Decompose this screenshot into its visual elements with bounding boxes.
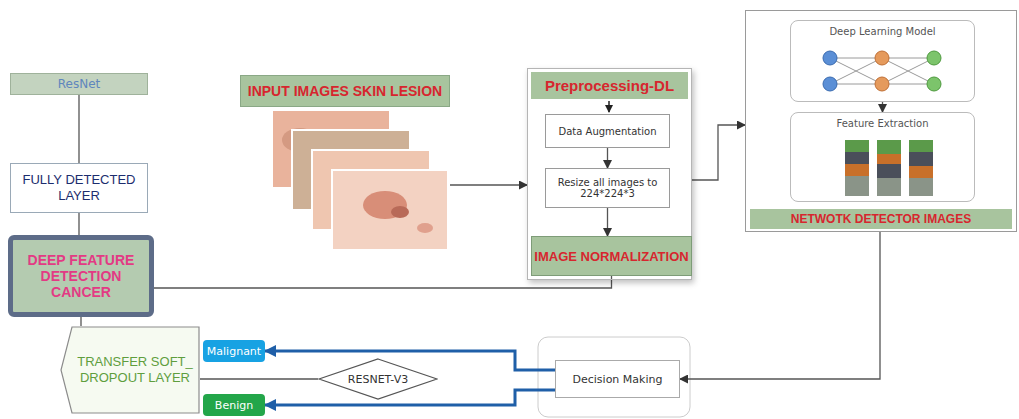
lesion-spot (391, 206, 409, 218)
feature-bars-icon (845, 140, 933, 196)
connector (78, 95, 79, 163)
feature-bar (877, 140, 901, 154)
decision-frame (538, 337, 690, 417)
feature-bar (909, 140, 933, 152)
output-box: Malignant (203, 340, 265, 362)
process-box: IMAGE NORMALIZATION (531, 236, 692, 276)
layer-box: FULLY DETECTED LAYER (10, 163, 148, 213)
feature-bar (877, 154, 901, 164)
input-images-group: INPUT IMAGES SKIN LESION (240, 75, 450, 250)
connector (154, 276, 612, 288)
node-text: RESNET-V3 (348, 373, 408, 386)
model-label-box: ResNet (10, 73, 148, 95)
feature-bar (845, 140, 869, 152)
connector (607, 148, 608, 168)
node-text: IMAGE NORMALIZATION (534, 249, 688, 264)
preprocessing-panel: Preprocessing-DL Data AugmentationResize … (527, 68, 692, 280)
skin-lesion-images (272, 110, 448, 250)
lesion-spot (417, 223, 433, 233)
connector (882, 102, 883, 112)
connector (450, 184, 527, 185)
feature-bar (877, 164, 901, 178)
net-neuron (823, 51, 837, 65)
feature-detection-box: DEEP FEATURE DETECTION CANCER (8, 235, 154, 317)
node-text: Benign (215, 399, 253, 412)
node-text: ResNet (58, 77, 101, 91)
connector (692, 125, 745, 180)
feature-bar (845, 152, 869, 164)
feature-bar (909, 178, 933, 196)
node-text: NETWOTK DETECTOR IMAGES (750, 209, 1012, 229)
node-text: Resize all images to 224*224*3 (550, 177, 665, 199)
net-neuron (875, 51, 889, 65)
decision-diamond: RESNET-V3 (318, 358, 438, 400)
model-box: Deep Learning Model (790, 20, 975, 102)
feature-bar (877, 178, 901, 196)
connector (265, 351, 555, 370)
node-text: DEEP FEATURE DETECTION CANCER (15, 252, 147, 300)
dropout-shape: TRANSFER SOFT_ DROPOUT LAYER (60, 326, 200, 414)
decision-box: Decision Making (555, 360, 680, 398)
feature-bar (845, 164, 869, 176)
skin-image (332, 170, 448, 250)
node-text: Malignant (207, 345, 261, 358)
net-neuron (927, 77, 941, 91)
process-box: Resize all images to 224*224*3 (545, 168, 670, 208)
connector (265, 390, 555, 405)
node-text: INPUT IMAGES SKIN LESION (240, 75, 450, 107)
net-link (882, 58, 934, 59)
shape-outline (319, 359, 437, 399)
output-box: Benign (203, 394, 265, 416)
feature-bar (909, 166, 933, 178)
net-link (830, 58, 882, 84)
node-text: TRANSFER SOFT_ DROPOUT LAYER (76, 354, 194, 387)
net-link (882, 58, 934, 84)
feature-box: Feature Extraction (790, 112, 975, 202)
node-text: Deep Learning Model (791, 26, 974, 37)
node-text: Decision Making (573, 373, 663, 386)
neural-net-icon (823, 51, 941, 91)
process-box: Data Augmentation (545, 114, 670, 148)
node-text: Feature Extraction (791, 118, 974, 129)
net-link (830, 84, 882, 85)
node-text: Data Augmentation (558, 126, 656, 137)
net-link (882, 58, 934, 84)
net-link (830, 58, 882, 84)
net-neuron (875, 77, 889, 91)
net-neuron (823, 77, 837, 91)
network-panel: NETWOTK DETECTOR IMAGES Deep Learning Mod… (745, 10, 1017, 232)
feature-bar (909, 152, 933, 166)
node-text: Preprocessing-DL (531, 72, 688, 99)
connector (78, 213, 79, 235)
node-text: FULLY DETECTED LAYER (17, 172, 141, 203)
net-link (830, 58, 882, 59)
connector (680, 232, 880, 379)
connector (200, 378, 318, 379)
net-neuron (927, 51, 941, 65)
shape-outline (61, 327, 199, 413)
connector (607, 208, 608, 236)
feature-bar (845, 176, 869, 196)
flow-arrow (608, 101, 610, 112)
connector (80, 317, 81, 326)
net-link (882, 84, 934, 85)
